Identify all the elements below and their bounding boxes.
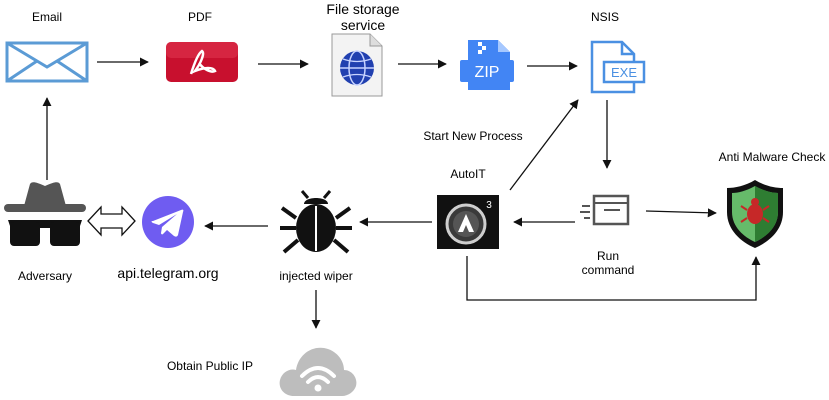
arrow-autoit-to-antimalware <box>466 256 761 301</box>
telegram-label: api.telegram.org <box>117 265 219 281</box>
file-storage-label-line1: File storage <box>326 1 400 17</box>
wifi-cloud-icon <box>279 347 357 396</box>
public-ip-label: Obtain Public IP <box>166 359 254 373</box>
autoit-superscript: 3 <box>486 200 492 211</box>
zip-file-icon: ZIP <box>460 40 514 90</box>
bidirectional-arrow-adversary-telegram <box>87 205 136 237</box>
nsis-label: NSIS <box>590 10 619 24</box>
file-storage-label-line2: service <box>340 17 386 33</box>
anti-malware-label: Anti Malware Check <box>718 150 826 164</box>
autoit-logo-icon: 3 <box>437 195 499 249</box>
run-command-label-line1: Run <box>596 249 619 263</box>
shield-bug-icon <box>727 180 783 248</box>
zip-badge-text: ZIP <box>475 64 500 81</box>
start-new-process-label: Start New Process <box>423 129 523 143</box>
run-command-label-line2: command <box>581 263 635 277</box>
email-label: Email <box>31 10 62 24</box>
spy-hat-glasses-icon <box>4 182 86 246</box>
exe-file-icon: EXE <box>590 40 646 94</box>
arrow-autoit-to-nsis <box>509 99 579 191</box>
exe-badge-text: EXE <box>611 65 637 80</box>
terminal-window-icon <box>580 194 630 226</box>
pdf-file-icon <box>166 42 238 82</box>
telegram-icon <box>142 196 194 248</box>
bug-icon <box>280 190 352 254</box>
adversary-label: Adversary <box>17 269 73 283</box>
arrow-run-to-antimalware <box>645 208 717 218</box>
globe-document-icon <box>331 33 383 97</box>
pdf-label: PDF <box>188 10 212 24</box>
autoit-label: AutoIT <box>450 167 486 181</box>
envelope-icon <box>5 41 89 83</box>
injected-wiper-label: injected wiper <box>279 269 353 283</box>
